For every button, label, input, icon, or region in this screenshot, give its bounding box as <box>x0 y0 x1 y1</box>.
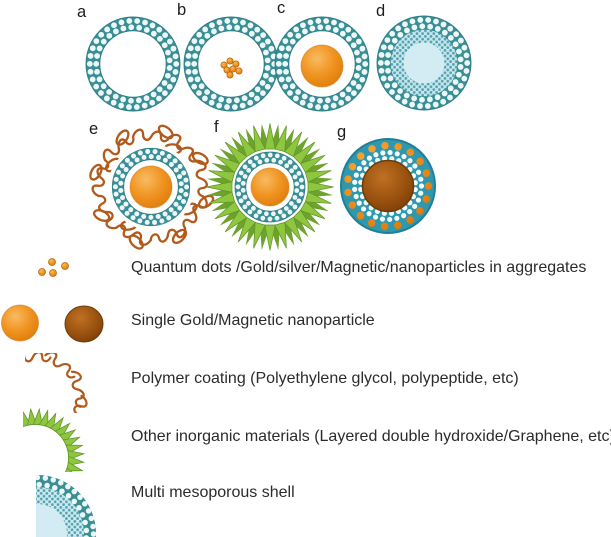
vesicle-d-mesoporous-liposome <box>376 15 472 111</box>
vesicle-f-inorganic-coated <box>206 123 334 251</box>
panel-label-f: f <box>214 118 219 136</box>
single-nanoparticle-icons <box>1 304 104 343</box>
legend-label-single-nanoparticle: Single Gold/Magnetic nanoparticle <box>131 312 375 329</box>
nanoparticle-aggregate <box>220 57 243 79</box>
legend-label-polymer-coating: Polymer coating (Polyethylene glycol, po… <box>131 370 519 387</box>
polymer-coating-icon <box>25 353 90 413</box>
panel-label-d: d <box>376 2 386 20</box>
liposome-ring <box>183 16 279 112</box>
gold-nanoparticle <box>300 44 344 88</box>
panel-label-g: g <box>337 123 347 141</box>
legend-label-quantum-dots: Quantum dots /Gold/silver/Magnetic/nanop… <box>131 259 587 276</box>
legend-label-inorganic-materials: Other inorganic materials (Layered doubl… <box>131 428 611 445</box>
gold-sphere-icon <box>1 304 39 342</box>
vesicle-a-empty-liposome <box>85 16 181 112</box>
panel-label-e: e <box>89 120 99 138</box>
legend-label-mesoporous-shell: Multi mesoporous shell <box>131 484 295 501</box>
liposome-ring <box>111 147 191 227</box>
white-bead-ring <box>351 149 425 223</box>
magnetic-nanoparticle <box>361 159 415 213</box>
vesicle-b-aggregate-liposome <box>183 16 279 112</box>
vesicle-g-multilayer-shell <box>340 138 436 234</box>
aqueous-core <box>403 42 445 84</box>
quantum-dots-icon <box>38 258 69 277</box>
gold-nanoparticle <box>250 167 290 207</box>
panel-label-c: c <box>277 0 286 17</box>
liposome-ring <box>85 16 181 112</box>
panel-label-a: a <box>77 3 87 21</box>
magnetic-sphere-icon <box>64 305 104 343</box>
liposome-ring <box>376 15 472 111</box>
vesicle-c-gold-liposome <box>274 16 370 112</box>
gold-nanoparticle <box>129 165 173 209</box>
mesoporous-shell-icon <box>36 474 97 537</box>
liposome-ring <box>274 16 370 112</box>
vesicle-e-polymer-coated <box>86 122 217 253</box>
orange-dot-ring <box>343 141 433 231</box>
panel-label-b: b <box>177 1 187 19</box>
inorganic-materials-icon <box>23 408 85 472</box>
liposome-ring <box>234 151 306 223</box>
